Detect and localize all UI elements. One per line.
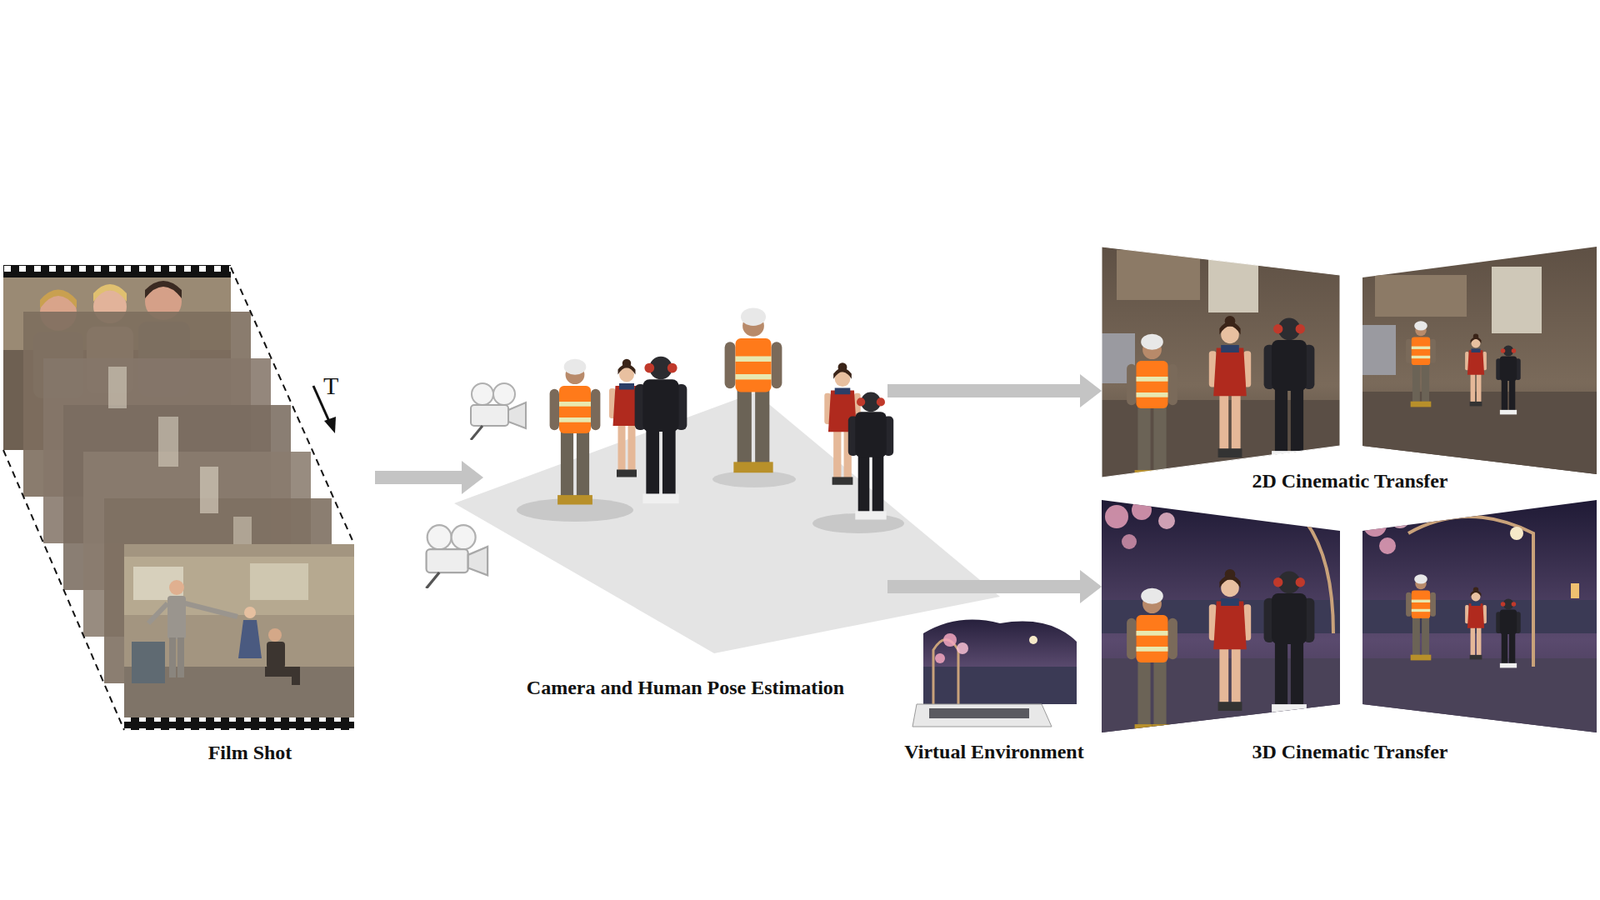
- stage-panel: 3D Cinematic Transfer: [1101, 495, 1599, 765]
- stage-panel: Film Shot: [125, 265, 375, 765]
- render-2d: [1101, 246, 1597, 480]
- human-model: [550, 359, 601, 505]
- human-model: [848, 392, 894, 520]
- flow-arrow: [887, 570, 1102, 604]
- render-3d: [1101, 500, 1597, 735]
- flow-arrow: [887, 374, 1102, 408]
- stage-caption: Camera and Human Pose Estimation: [523, 675, 848, 700]
- stage-caption: Film Shot: [205, 740, 296, 765]
- human-model: [635, 356, 688, 504]
- stage-panel: 2D Cinematic Transfer: [1101, 243, 1599, 494]
- flow-arrow: [375, 460, 484, 495]
- arrow-head: [1080, 570, 1102, 604]
- stage-panel: Virtual Environment: [890, 612, 1099, 765]
- human-model: [725, 307, 783, 473]
- arrow-head: [1080, 374, 1102, 408]
- camera-icon: [470, 383, 526, 440]
- ground-plane: [454, 392, 1000, 654]
- camera-icon: [426, 525, 489, 589]
- film-frame: [108, 366, 252, 565]
- stage-caption: 2D Cinematic Transfer: [1248, 468, 1451, 494]
- stage-panel: Camera and Human Pose Estimation: [483, 300, 888, 700]
- stage-caption: Virtual Environment: [900, 739, 1087, 765]
- stage-caption: 3D Cinematic Transfer: [1248, 739, 1451, 765]
- arrow-head: [461, 460, 484, 495]
- pose-scene: [426, 307, 1000, 654]
- axis-label: T: [323, 373, 339, 399]
- arrow-shaft: [375, 470, 464, 485]
- virtual-environment: [912, 612, 1077, 727]
- arrow-shaft: [887, 384, 1082, 398]
- time-arrow: [324, 416, 336, 434]
- film-strip: [3, 265, 355, 730]
- film-frame: [124, 544, 355, 730]
- arrow-shaft: [887, 580, 1082, 594]
